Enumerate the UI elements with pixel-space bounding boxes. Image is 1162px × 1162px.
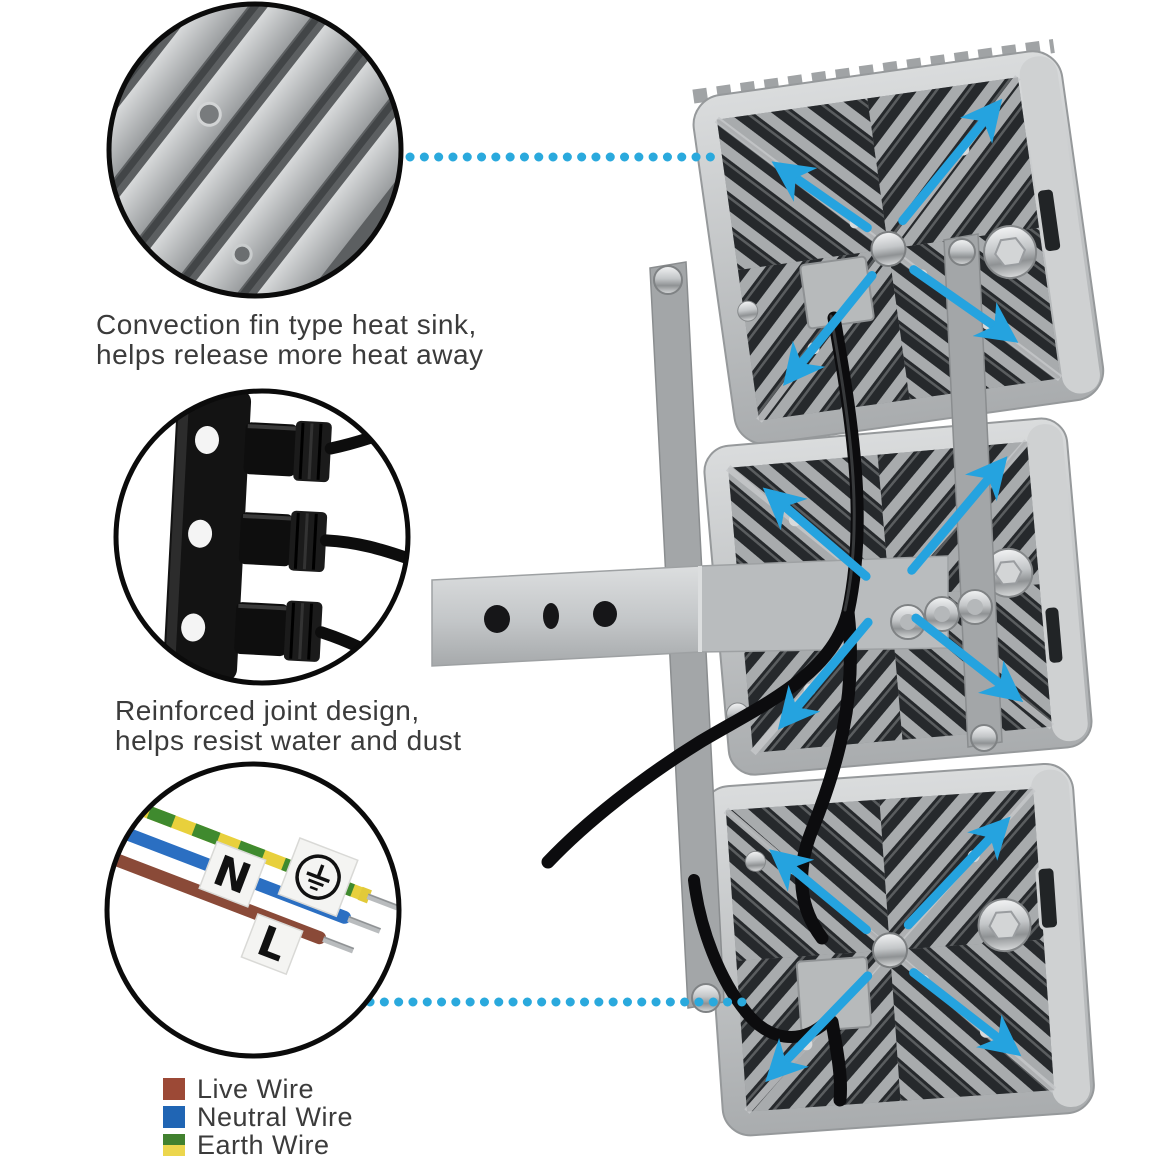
wires-closeup-circle: N L — [104, 761, 402, 1059]
live-wire-swatch — [163, 1078, 185, 1100]
live-label-flag: L — [240, 913, 304, 976]
mounting-arm — [431, 555, 993, 667]
connector-slot — [1034, 186, 1064, 254]
earth-ground-icon — [295, 854, 341, 900]
joint-closeup-circle — [113, 388, 411, 686]
connector-slot — [1042, 604, 1066, 666]
power-cables — [541, 311, 864, 1107]
heatsink-caption-line1: Convection fin type heat sink, — [96, 309, 477, 340]
heatsink-caption: Convection fin type heat sink, helps rel… — [96, 310, 484, 370]
heatsink-module-top — [692, 39, 1105, 445]
legend-row-live: Live Wire — [163, 1075, 353, 1103]
mounting-hole — [484, 605, 510, 633]
legend-row-earth: Earth Wire — [163, 1131, 353, 1159]
adjustment-bolts — [890, 589, 993, 640]
heatsink-closeup-circle — [106, 1, 404, 299]
neutral-label-flag: N — [198, 840, 267, 908]
module-center-hub — [872, 932, 909, 969]
heatsink-caption-line2: helps release more heat away — [96, 339, 484, 370]
connector-slot — [1035, 865, 1060, 931]
live-wire-label: Live Wire — [197, 1073, 315, 1104]
mounting-slot — [543, 603, 559, 629]
earth-wire-label: Earth Wire — [197, 1129, 330, 1160]
neutral-wire-label: Neutral Wire — [197, 1101, 354, 1132]
joint-caption-line1: Reinforced joint design, — [115, 695, 420, 726]
airflow-arrows — [762, 98, 1024, 1083]
earth-symbol-flag — [277, 837, 359, 918]
legend-row-neutral: Neutral Wire — [163, 1103, 353, 1131]
leader-lines — [365, 152, 749, 1007]
joint-caption: Reinforced joint design, helps resist wa… — [115, 696, 462, 756]
earth-wire-swatch — [163, 1134, 185, 1156]
wire-color-legend: Live Wire Neutral Wire Earth Wire — [163, 1075, 353, 1159]
module-center-hub — [870, 230, 907, 267]
neutral-wire-swatch — [163, 1106, 185, 1128]
cable-gland — [238, 510, 408, 573]
heatsink-module-bottom — [701, 762, 1095, 1137]
joint-caption-line2: helps resist water and dust — [115, 725, 462, 756]
mounting-hole — [593, 601, 617, 627]
